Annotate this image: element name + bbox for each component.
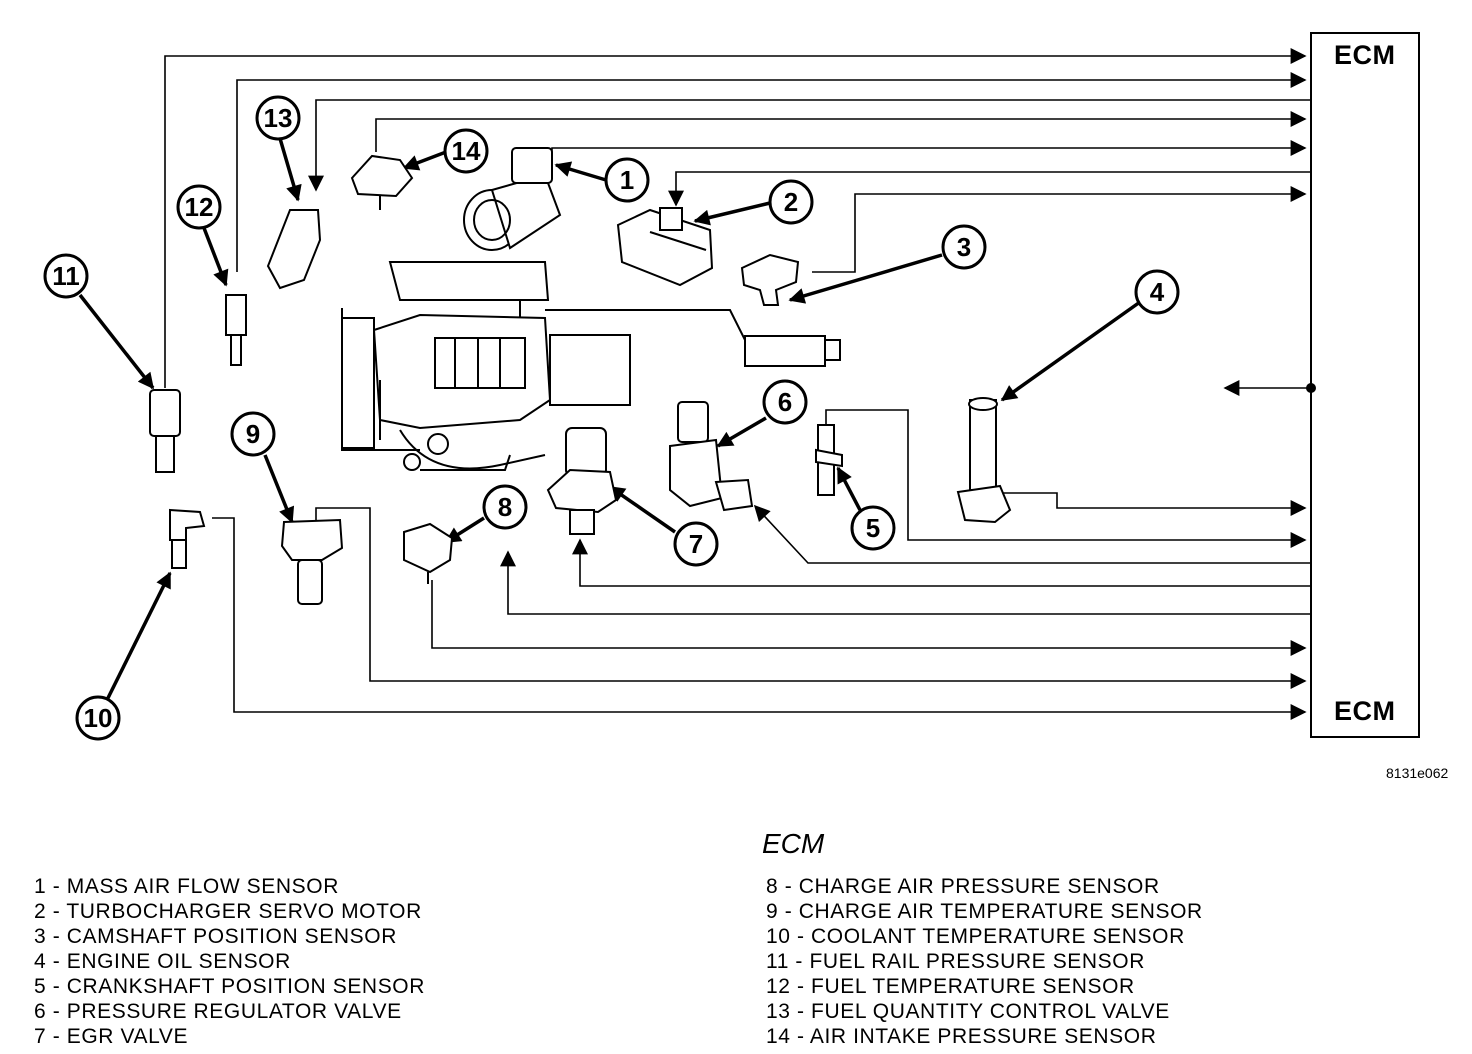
callout-2 xyxy=(768,179,814,225)
pressure-regulator-valve-drawing xyxy=(669,401,754,512)
figure-code: 8131e062 xyxy=(1386,765,1449,781)
legend-title: ECM xyxy=(762,828,825,859)
callout-13 xyxy=(255,95,301,141)
callout-8 xyxy=(482,484,528,530)
callout-12 xyxy=(176,184,222,230)
legend-item: 14 - AIR INTAKE PRESSURE SENSOR xyxy=(766,1025,1157,1048)
crankshaft-position-sensor-drawing xyxy=(815,424,843,496)
callout-label-9: 9 xyxy=(246,419,260,449)
callout-arrows xyxy=(78,134,1142,701)
charge-air-temperature-sensor-drawing xyxy=(280,518,344,605)
callout-11 xyxy=(43,253,89,299)
callout-label-7: 7 xyxy=(689,529,703,559)
legend-item: 12 - FUEL TEMPERATURE SENSOR xyxy=(766,975,1135,998)
callout-label-5: 5 xyxy=(866,513,880,543)
callout-label-1: 1 xyxy=(620,165,634,195)
callout-label-12: 12 xyxy=(185,192,214,222)
legend-item: 11 - FUEL RAIL PRESSURE SENSOR xyxy=(766,950,1145,973)
callout-7 xyxy=(673,521,719,567)
fuel-quantity-control-valve-drawing xyxy=(266,209,322,290)
callout-label-13: 13 xyxy=(264,103,293,133)
engine-oil-sensor-drawing xyxy=(956,397,1012,524)
egr-valve-drawing xyxy=(546,427,618,535)
legend-right-column: 8 - CHARGE AIR PRESSURE SENSOR 9 - CHARG… xyxy=(766,874,1203,1049)
mass-air-flow-sensor-drawing xyxy=(463,147,562,251)
ecm-top-label: ECM xyxy=(1334,40,1396,70)
callout-4 xyxy=(1134,269,1180,315)
callout-5 xyxy=(850,505,896,551)
legend-item: 10 - COOLANT TEMPERATURE SENSOR xyxy=(766,925,1185,948)
turbocharger-servo-motor-drawing xyxy=(616,207,714,287)
air-intake-pressure-sensor-drawing xyxy=(350,154,414,210)
legend-item: 6 - PRESSURE REGULATOR VALVE xyxy=(34,1000,402,1023)
fuel-rail-pressure-sensor-drawing xyxy=(149,389,181,473)
callout-label-3: 3 xyxy=(957,232,971,262)
callout-14 xyxy=(443,128,489,174)
callout-label-4: 4 xyxy=(1150,277,1165,307)
callout-label-2: 2 xyxy=(784,187,798,217)
callout-label-10: 10 xyxy=(84,703,113,733)
legend-item: 8 - CHARGE AIR PRESSURE SENSOR xyxy=(766,875,1160,898)
ecm-box xyxy=(1310,32,1420,738)
legend-item: 1 - MASS AIR FLOW SENSOR xyxy=(34,875,339,898)
callout-6 xyxy=(762,379,808,425)
engine-drawing xyxy=(341,261,841,471)
legend-item: 7 - EGR VALVE xyxy=(34,1025,189,1048)
legend-left-column: 1 - MASS AIR FLOW SENSOR 2 - TURBOCHARGE… xyxy=(34,874,425,1049)
callout-circles xyxy=(43,95,1180,741)
coolant-temperature-sensor-drawing xyxy=(169,508,206,569)
legend-item: 4 - ENGINE OIL SENSOR xyxy=(34,950,291,973)
callout-label-8: 8 xyxy=(498,492,512,522)
ecm-junction-dot xyxy=(1306,383,1316,393)
callout-label-6: 6 xyxy=(778,387,792,417)
callout-labels: 1 2 3 4 5 6 7 8 9 10 11 12 13 14 xyxy=(52,103,1165,733)
camshaft-position-sensor-drawing xyxy=(740,253,800,306)
legend-item: 5 - CRANKSHAFT POSITION SENSOR xyxy=(34,975,426,998)
ecm-bottom-label: ECM xyxy=(1334,696,1396,726)
charge-air-pressure-sensor-drawing xyxy=(403,522,454,584)
callout-label-14: 14 xyxy=(452,136,481,166)
callout-label-11: 11 xyxy=(52,261,80,291)
legend-item: 3 - CAMSHAFT POSITION SENSOR xyxy=(34,925,397,948)
callout-10 xyxy=(75,695,121,741)
legend-item: 9 - CHARGE AIR TEMPERATURE SENSOR xyxy=(766,900,1203,923)
legend-item: 13 - FUEL QUANTITY CONTROL VALVE xyxy=(766,1000,1170,1023)
fuel-temperature-sensor-drawing xyxy=(225,294,247,366)
legend-item: 2 - TURBOCHARGER SERVO MOTOR xyxy=(34,900,422,923)
callout-1 xyxy=(604,157,650,203)
callout-9 xyxy=(230,411,276,457)
callout-3 xyxy=(941,224,987,270)
wiring xyxy=(164,48,1311,720)
